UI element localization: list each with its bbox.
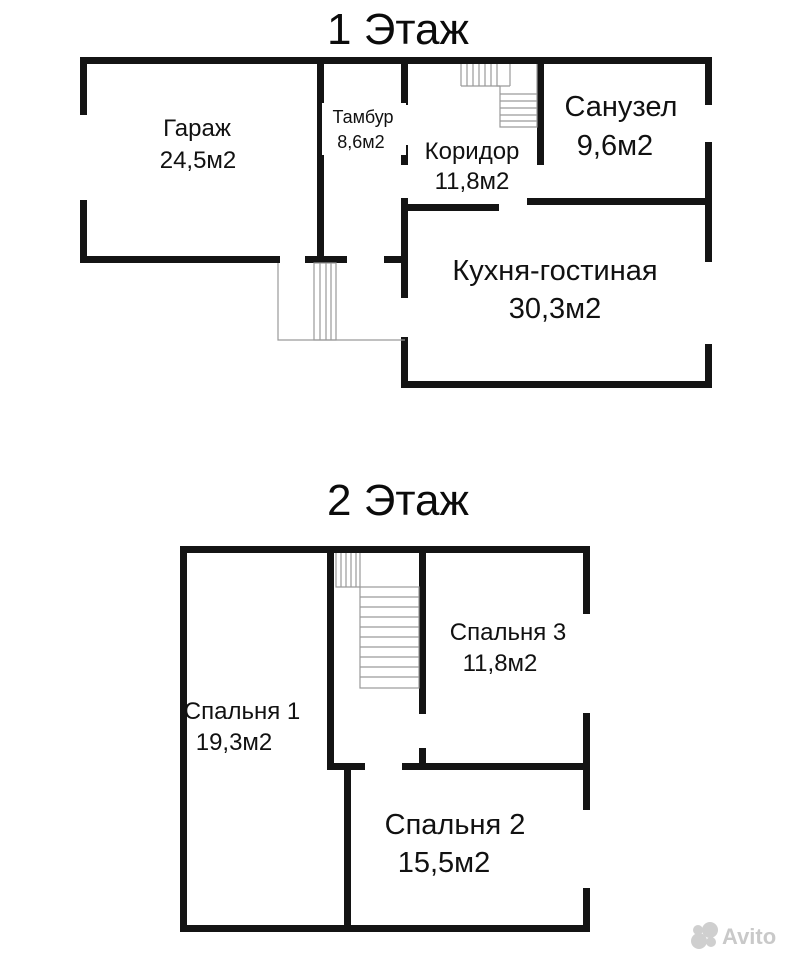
room-name: Спальня 3	[450, 619, 566, 646]
room-bedroom-3: Спальня 3 11,8м2	[450, 619, 566, 677]
room-corridor: Коридор 11,8м2	[425, 138, 520, 195]
room-name: Гараж	[163, 115, 231, 142]
staircase-floor-2	[335, 553, 420, 689]
room-name: Санузел	[565, 91, 678, 123]
room-area: 9,6м2	[577, 130, 653, 162]
floor-1-title: 1 Этаж	[327, 5, 469, 54]
room-area: 30,3м2	[509, 293, 602, 325]
room-area: 11,8м2	[435, 168, 510, 195]
room-name: Тамбур	[332, 107, 393, 127]
room-name: Спальня 1	[184, 698, 300, 725]
room-area: 15,5м2	[398, 847, 491, 879]
staircase-floor-1	[460, 64, 538, 128]
floor-2-walls	[180, 546, 590, 932]
room-name: Кухня-гостиная	[452, 255, 657, 287]
room-kitchen-living: Кухня-гостиная 30,3м2	[452, 255, 657, 325]
avito-watermark: Avito	[691, 922, 776, 949]
room-bedroom-2: Спальня 2 15,5м2	[385, 809, 526, 879]
room-bedroom-1: Спальня 1 19,3м2	[184, 698, 300, 756]
avito-logo-icon	[691, 922, 718, 949]
room-garage: Гараж 24,5м2	[160, 115, 237, 174]
room-tambur: Тамбур 8,6м2	[322, 103, 406, 155]
avito-brand-text: Avito	[722, 924, 776, 949]
room-name: Спальня 2	[385, 809, 526, 841]
room-name: Коридор	[425, 138, 520, 165]
floor-1-walls	[80, 57, 712, 388]
room-area: 24,5м2	[160, 147, 237, 174]
room-area: 19,3м2	[196, 729, 273, 756]
entrance-stairs	[277, 262, 405, 341]
room-bathroom: Санузел 9,6м2	[565, 91, 678, 162]
floor-2-title: 2 Этаж	[327, 476, 469, 525]
room-area: 11,8м2	[463, 650, 538, 677]
room-area: 8,6м2	[337, 132, 384, 152]
